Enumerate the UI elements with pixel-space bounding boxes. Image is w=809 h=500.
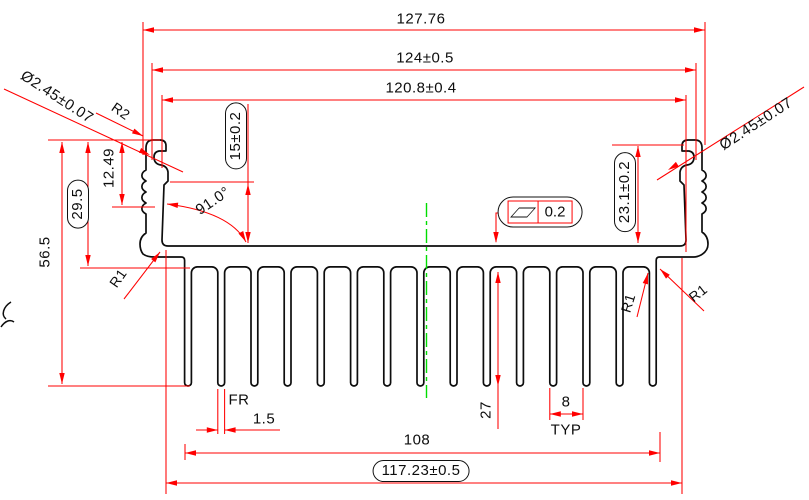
- dimension-arrows: [59, 27, 705, 486]
- dim-fin-height-27: 27: [477, 401, 495, 419]
- dim-height-56-5: 56.5: [36, 236, 54, 268]
- fin-root-fr-label: FR: [228, 391, 250, 409]
- dim-width-120-8: 120.8±0.4: [385, 79, 457, 97]
- flatness-frame: 0.2: [507, 200, 573, 224]
- dim-fin-thickness: 1.5: [252, 410, 276, 428]
- dim-fin-span-108: 108: [403, 431, 431, 449]
- dim-height-23-1: 23.1±0.2: [614, 151, 636, 233]
- dim-height-15: 15±0.2: [225, 102, 247, 170]
- profile-outline: [0, 139, 709, 387]
- dim-height-12-49: 12.49: [100, 147, 118, 189]
- dim-overall-width: 127.76: [396, 10, 446, 28]
- dim-height-29-5: 29.5: [67, 179, 89, 229]
- dim-fin-pitch-8: 8: [561, 393, 571, 411]
- flatness-value: 0.2: [537, 201, 572, 223]
- flatness-callout: 0.2: [497, 196, 583, 228]
- dim-fin-pitch-typ: TYP: [550, 421, 582, 439]
- dim-width-124: 124±0.5: [396, 49, 454, 67]
- dim-base-width: 117.23±0.5: [372, 460, 470, 482]
- flatness-symbol-icon: [509, 202, 538, 223]
